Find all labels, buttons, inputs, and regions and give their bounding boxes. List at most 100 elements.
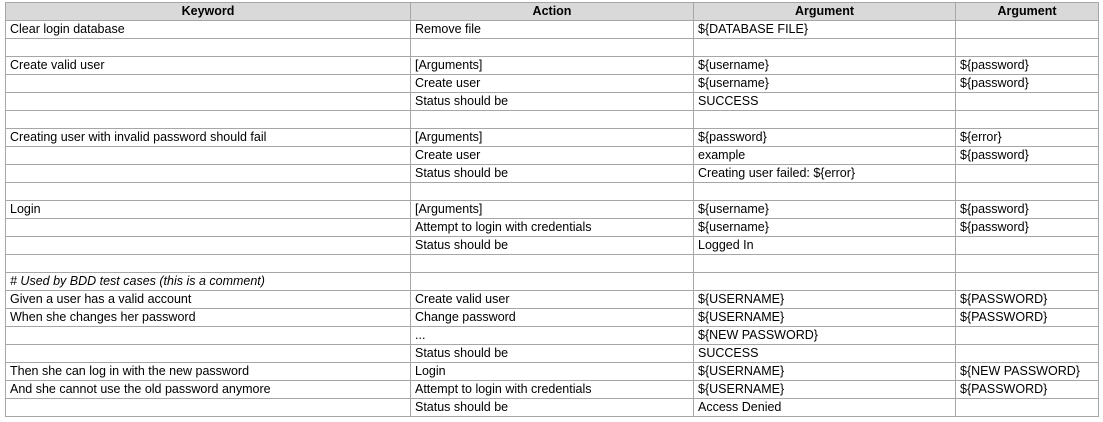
argument-cell-1 xyxy=(693,110,956,129)
action-cell xyxy=(410,254,694,273)
argument-cell-2 xyxy=(955,164,1099,183)
action-cell xyxy=(410,110,694,129)
argument-cell-1: Creating user failed: ${error} xyxy=(693,164,956,183)
action-cell: [Arguments] xyxy=(410,200,694,219)
table-row: # Used by BDD test cases (this is a comm… xyxy=(5,272,1099,291)
keyword-cell xyxy=(5,344,411,363)
argument-cell-1: ${NEW PASSWORD} xyxy=(693,326,956,345)
action-cell: Status should be xyxy=(410,164,694,183)
keyword-cell xyxy=(5,236,411,255)
action-cell: Attempt to login with credentials xyxy=(410,218,694,237)
keyword-cell: And she cannot use the old password anym… xyxy=(5,380,411,399)
table-row xyxy=(5,254,1099,273)
keyword-cell xyxy=(5,146,411,165)
argument-cell-2 xyxy=(955,110,1099,129)
keyword-cell: Given a user has a valid account xyxy=(5,290,411,309)
action-cell: Create valid user xyxy=(410,290,694,309)
table-row: Creating user with invalid password shou… xyxy=(5,128,1099,147)
argument-cell-1: ${username} xyxy=(693,74,956,93)
keyword-cell xyxy=(5,74,411,93)
header-keyword: Keyword xyxy=(5,2,411,21)
header-action: Action xyxy=(410,2,694,21)
argument-cell-2: ${password} xyxy=(955,146,1099,165)
keyword-cell: Login xyxy=(5,200,411,219)
argument-cell-2 xyxy=(955,236,1099,255)
argument-cell-1: ${username} xyxy=(693,218,956,237)
keyword-cell: Clear login database xyxy=(5,20,411,39)
keyword-cell: When she changes her password xyxy=(5,308,411,327)
action-cell: Remove file xyxy=(410,20,694,39)
action-cell: [Arguments] xyxy=(410,128,694,147)
table-row xyxy=(5,110,1099,129)
argument-cell-2 xyxy=(955,398,1099,417)
keyword-cell: Then she can log in with the new passwor… xyxy=(5,362,411,381)
argument-cell-2: ${PASSWORD} xyxy=(955,308,1099,327)
table-row: And she cannot use the old password anym… xyxy=(5,380,1099,399)
argument-cell-1: ${password} xyxy=(693,128,956,147)
table-row: Create valid user[Arguments]${username}$… xyxy=(5,56,1099,75)
argument-cell-2 xyxy=(955,344,1099,363)
argument-cell-1: SUCCESS xyxy=(693,92,956,111)
argument-cell-2: ${password} xyxy=(955,218,1099,237)
argument-cell-2 xyxy=(955,254,1099,273)
action-cell xyxy=(410,182,694,201)
action-cell: Status should be xyxy=(410,92,694,111)
table-row: Create user${username}${password} xyxy=(5,74,1099,93)
keyword-cell xyxy=(5,182,411,201)
keyword-cell xyxy=(5,254,411,273)
argument-cell-1: ${username} xyxy=(693,200,956,219)
argument-cell-1 xyxy=(693,254,956,273)
argument-cell-1: example xyxy=(693,146,956,165)
table-row: ...${NEW PASSWORD} xyxy=(5,326,1099,345)
argument-cell-2 xyxy=(955,326,1099,345)
keyword-cell: # Used by BDD test cases (this is a comm… xyxy=(5,272,411,291)
argument-cell-1: Access Denied xyxy=(693,398,956,417)
keyword-cell xyxy=(5,164,411,183)
argument-cell-2: ${PASSWORD} xyxy=(955,380,1099,399)
keyword-cell: Create valid user xyxy=(5,56,411,75)
argument-cell-2: ${password} xyxy=(955,200,1099,219)
argument-cell-2 xyxy=(955,20,1099,39)
argument-cell-1: ${USERNAME} xyxy=(693,290,956,309)
argument-cell-2: ${NEW PASSWORD} xyxy=(955,362,1099,381)
argument-cell-1: Logged In xyxy=(693,236,956,255)
argument-cell-2: ${PASSWORD} xyxy=(955,290,1099,309)
action-cell: Create user xyxy=(410,74,694,93)
argument-cell-1 xyxy=(693,182,956,201)
argument-cell-2: ${password} xyxy=(955,56,1099,75)
keyword-table: Keyword Action Argument Argument Clear l… xyxy=(5,2,1099,417)
keyword-cell xyxy=(5,398,411,417)
table-row: Then she can log in with the new passwor… xyxy=(5,362,1099,381)
argument-cell-1 xyxy=(693,272,956,291)
table-row xyxy=(5,38,1099,57)
header-argument-1: Argument xyxy=(693,2,956,21)
action-cell xyxy=(410,272,694,291)
table-row: Login[Arguments]${username}${password} xyxy=(5,200,1099,219)
table-row: Attempt to login with credentials${usern… xyxy=(5,218,1099,237)
argument-cell-2 xyxy=(955,38,1099,57)
keyword-cell xyxy=(5,110,411,129)
argument-cell-1: ${USERNAME} xyxy=(693,380,956,399)
action-cell: [Arguments] xyxy=(410,56,694,75)
argument-cell-2 xyxy=(955,272,1099,291)
action-cell: Status should be xyxy=(410,344,694,363)
argument-cell-1: ${USERNAME} xyxy=(693,308,956,327)
action-cell: Login xyxy=(410,362,694,381)
action-cell: Change password xyxy=(410,308,694,327)
keyword-cell xyxy=(5,92,411,111)
argument-cell-2 xyxy=(955,92,1099,111)
action-cell: Status should be xyxy=(410,398,694,417)
argument-cell-1: ${USERNAME} xyxy=(693,362,956,381)
keyword-cell: Creating user with invalid password shou… xyxy=(5,128,411,147)
table-header-row: Keyword Action Argument Argument xyxy=(5,2,1099,21)
header-argument-2: Argument xyxy=(955,2,1099,21)
